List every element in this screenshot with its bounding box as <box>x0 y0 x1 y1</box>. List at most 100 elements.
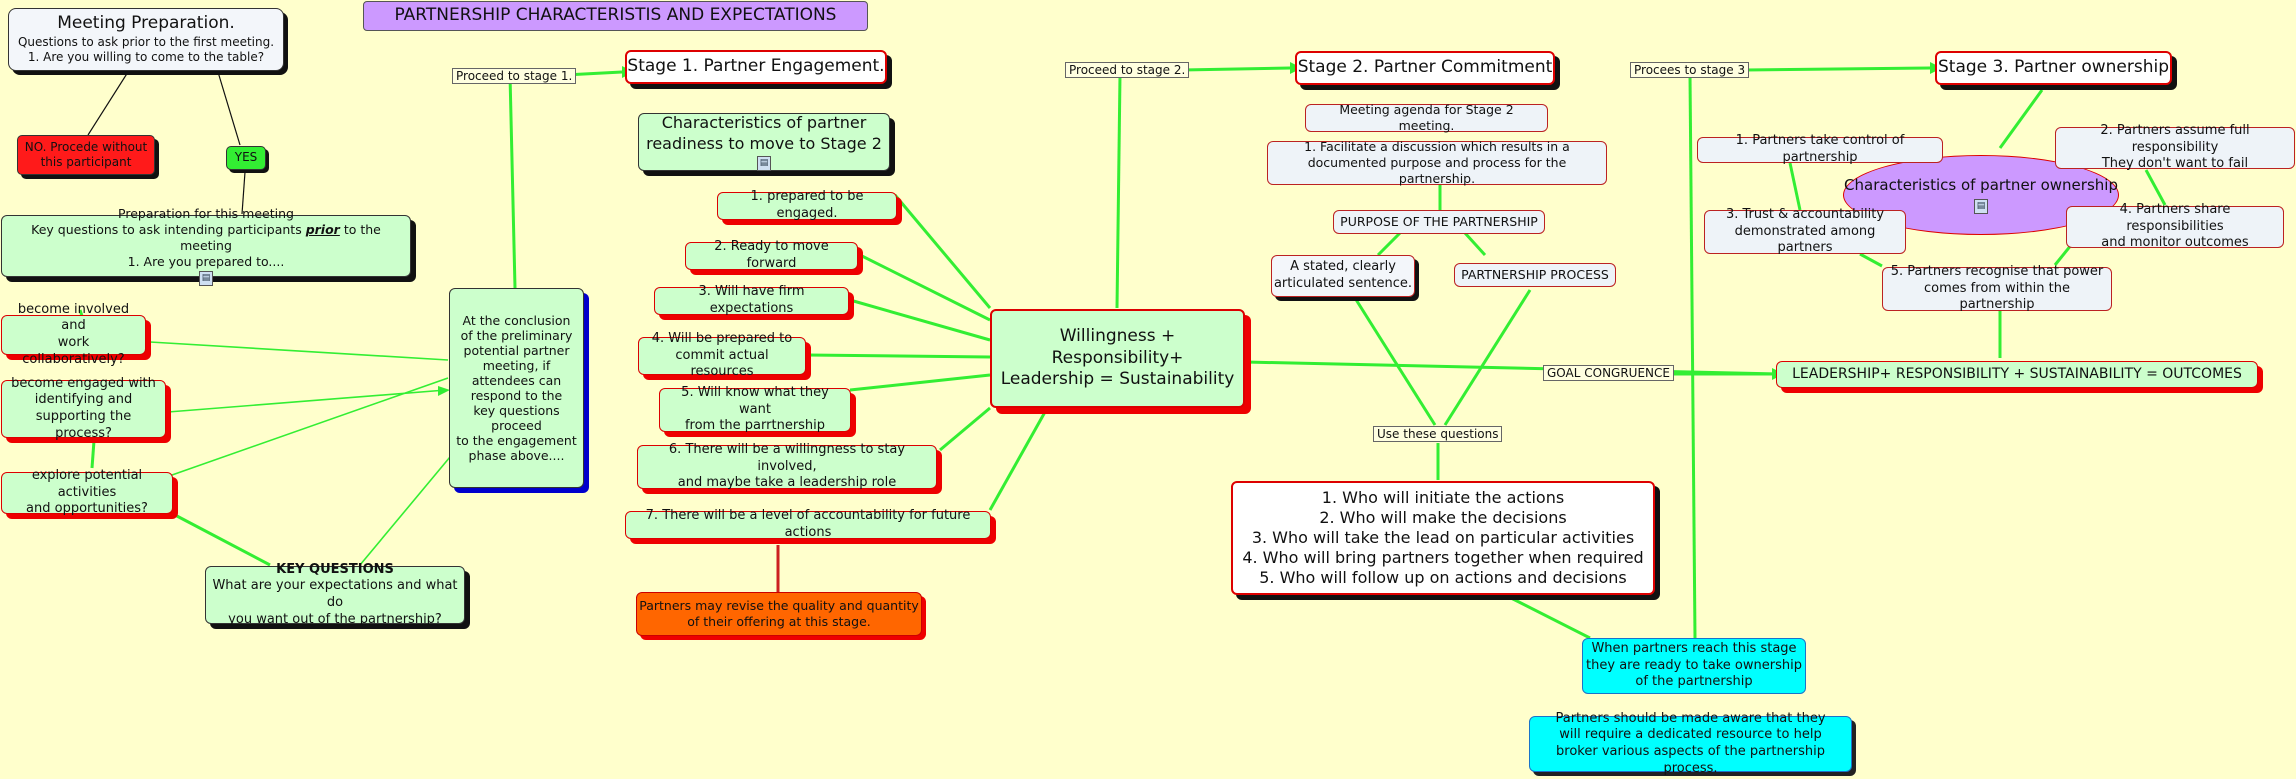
facilitate-node[interactable]: 1. Facilitate a discussion which results… <box>1267 139 1607 186</box>
outcomes-node[interactable]: LEADERSHIP+ RESPONSIBILITY + SUSTAINABIL… <box>1776 361 2258 388</box>
page-title-text: PARTNERSHIP CHARACTERISTIS AND EXPECTATI… <box>394 5 837 26</box>
stage2-label: Stage 2. Partner Commitment <box>1297 57 1553 78</box>
readiness-line1: Characteristics of partner <box>661 113 867 133</box>
prep-meeting-line2-after: to the meeting <box>180 222 381 253</box>
readiness-item-6[interactable]: 6. There will be a willingness to stay i… <box>637 442 937 491</box>
prep-meeting-node[interactable]: Preparation for this meeting Key questio… <box>1 206 411 286</box>
readiness-item-5-line1: 5. Will know what they want <box>681 385 829 417</box>
no-node[interactable]: NO. Procede without this participant <box>17 135 155 175</box>
stage2-node[interactable]: Stage 2. Partner Commitment <box>1295 51 1555 85</box>
goal-congruence-label: GOAL CONGRUENCE <box>1543 365 1674 381</box>
key-questions-line2: you want out of the partnership? <box>228 611 442 627</box>
readiness-item-3[interactable]: 3. Will have firm expectations <box>654 284 849 316</box>
prep-meeting-line2: Key questions to ask intending participa… <box>8 222 404 254</box>
key-questions-node[interactable]: KEY QUESTIONS What are your expectations… <box>205 562 465 627</box>
meeting-preparation-node[interactable]: Meeting Preparation. Questions to ask pr… <box>8 8 284 71</box>
purpose-node[interactable]: PURPOSE OF THE PARTNERSHIP <box>1333 210 1545 234</box>
ownership-item-2[interactable]: 2. Partners assume full responsibility T… <box>2055 123 2295 171</box>
ownership-item-3[interactable]: 3. Trust & accountability demonstrated a… <box>1704 207 1906 256</box>
conclusion-line: At the conclusion <box>462 313 571 328</box>
stated-line1: A stated, clearly <box>1290 259 1396 275</box>
readiness-line2: readiness to move to Stage 2 <box>646 133 882 153</box>
proceed-stage2-label: Proceed to stage 2. <box>1065 62 1190 78</box>
process-label: PARTNERSHIP PROCESS <box>1461 267 1609 282</box>
readiness-item-1-label: 1. prepared to be engaged. <box>750 189 864 221</box>
readiness-item-2-label: 2. Ready to move forward <box>714 239 829 271</box>
resource-note-node[interactable]: Partners should be made aware that they … <box>1529 711 1852 776</box>
readiness-node[interactable]: Characteristics of partner readiness to … <box>638 113 890 171</box>
prep-meeting-line2-before: Key questions to ask intending participa… <box>31 222 306 237</box>
revise-note-line1: Partners may revise the quality and quan… <box>639 598 919 613</box>
central-topic-line1: Willingness + Responsibility+ <box>1051 325 1184 368</box>
resource-note-line1: Partners should be made aware that they <box>1555 710 1826 726</box>
left-question-1-line1: become involved and <box>17 301 130 334</box>
readiness-item-1[interactable]: 1. prepared to be engaged. <box>717 189 897 221</box>
readiness-item-4-line2: commit actual resources <box>675 347 769 380</box>
agenda-node[interactable]: Meeting agenda for Stage 2 meeting. <box>1305 102 1548 133</box>
ownership-item-2-line1: 2. Partners assume full responsibility <box>2100 123 2250 155</box>
conclusion-line: potential partner <box>463 343 570 358</box>
purpose-label: PURPOSE OF THE PARTNERSHIP <box>1340 214 1538 229</box>
central-topic-node[interactable]: Willingness + Responsibility+ Leadership… <box>990 309 1245 408</box>
key-questions-line1: What are your expectations and what do <box>212 578 458 610</box>
left-question-1-line2: work collaboratively? <box>22 335 125 367</box>
meeting-preparation-line2: 1. Are you willing to come to the table? <box>27 50 265 65</box>
stated-sentence-node[interactable]: A stated, clearly articulated sentence. <box>1271 255 1415 297</box>
readiness-item-6-line2: and maybe take a leadership role <box>677 475 897 491</box>
conclusion-node[interactable]: At the conclusion of the preliminary pot… <box>449 288 584 488</box>
left-question-3-line2: and opportunities? <box>26 501 148 517</box>
facilitate-line1: 1. Facilitate a discussion which results… <box>1304 139 1570 154</box>
ready-note-line1: When partners reach this stage <box>1591 641 1797 657</box>
ownership-item-4[interactable]: 4. Partners share responsibilities and m… <box>2066 202 2284 250</box>
ready-note-line3: of the partnership <box>1635 674 1753 690</box>
revise-note-node[interactable]: Partners may revise the quality and quan… <box>636 592 922 636</box>
ownership-item-5-line1: 5. Partners recognise that power <box>1890 264 2104 280</box>
readiness-item-4[interactable]: 4. Will be prepared to commit actual res… <box>638 331 806 379</box>
no-node-line1: NO. Procede without <box>24 139 148 154</box>
stage3-node[interactable]: Stage 3. Partner ownership <box>1935 51 2172 85</box>
conclusion-line: meeting, if <box>482 358 551 373</box>
ownership-item-4-line2: and monitor outcomes <box>2101 235 2249 251</box>
notes-icon[interactable]: ▤ <box>1974 198 1988 214</box>
ownership-item-5-line2: comes from within the partnership <box>1924 280 2070 313</box>
left-question-2-line1: become engaged with <box>11 375 156 391</box>
readiness-item-5-line2: from the parrtnership <box>684 418 826 434</box>
ready-note-node[interactable]: When partners reach this stage they are … <box>1582 638 1806 694</box>
ownership-item-3-line2: demonstrated among partners <box>1734 223 1876 256</box>
use-questions-label: Use these questions <box>1373 426 1503 442</box>
who-question: 2. Who will make the decisions <box>1319 508 1567 528</box>
who-question: 3. Who will take the lead on particular … <box>1251 528 1635 548</box>
prep-meeting-title: Preparation for this meeting <box>118 206 294 221</box>
stage3-label: Stage 3. Partner ownership <box>1937 57 2169 78</box>
conclusion-line: respond to the <box>470 388 563 403</box>
resource-note-line3: broker various aspects of the partnershi… <box>1556 744 1825 776</box>
readiness-item-2[interactable]: 2. Ready to move forward <box>685 239 858 271</box>
conclusion-line: proceed <box>491 418 542 433</box>
ownership-item-5[interactable]: 5. Partners recognise that power comes f… <box>1882 264 2112 313</box>
ownership-center-label: Characteristics of partner ownership <box>1844 176 2118 195</box>
notes-icon[interactable]: ▤ <box>757 155 771 171</box>
proceed-stage3-label: Procees to stage 3 <box>1630 62 1750 78</box>
readiness-item-7[interactable]: 7. There will be a level of accountabili… <box>625 508 991 540</box>
left-question-3-line1: explore potential activities <box>31 468 143 500</box>
conclusion-line: attendees can <box>471 373 562 388</box>
yes-node[interactable]: YES <box>226 146 266 170</box>
readiness-item-5[interactable]: 5. Will know what they want from the par… <box>659 385 851 434</box>
notes-icon[interactable]: ▤ <box>199 271 213 286</box>
ownership-item-1[interactable]: 1. Partners take control of partnership <box>1697 133 1943 165</box>
conclusion-line: key questions <box>473 403 560 418</box>
who-questions-node[interactable]: 1. Who will initiate the actions 2. Who … <box>1231 481 1655 595</box>
yes-node-label: YES <box>234 150 258 165</box>
ownership-item-1-label: 1. Partners take control of partnership <box>1735 133 1905 165</box>
conclusion-line: of the preliminary <box>460 328 573 343</box>
ownership-item-2-line2: They don't want to fail <box>2101 156 2249 172</box>
left-question-2[interactable]: become engaged with identifying and supp… <box>1 376 166 441</box>
meeting-preparation-title: Meeting Preparation. <box>57 13 235 34</box>
no-node-line2: this participant <box>40 155 132 169</box>
stage1-node[interactable]: Stage 1. Partner Engagement. <box>625 50 887 84</box>
left-question-1[interactable]: become involved and work collaboratively… <box>1 302 146 367</box>
process-node[interactable]: PARTNERSHIP PROCESS <box>1454 263 1616 287</box>
stated-line2: articulated sentence. <box>1273 276 1413 291</box>
left-question-3[interactable]: explore potential activities and opportu… <box>1 468 173 516</box>
